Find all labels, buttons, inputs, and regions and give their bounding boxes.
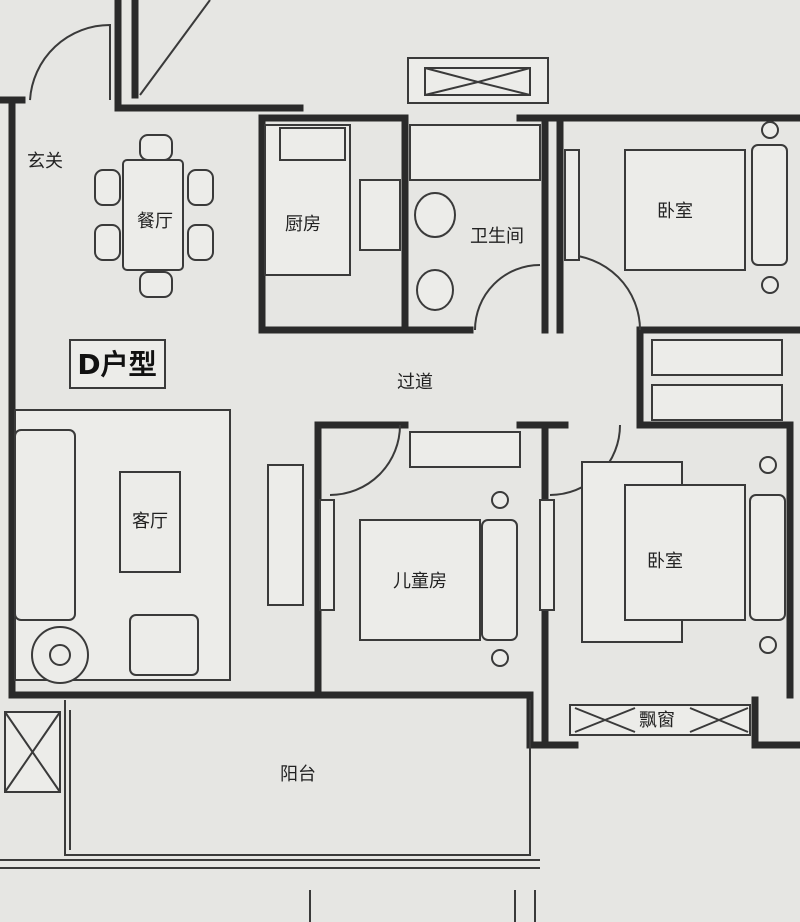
sofa [14,429,76,621]
room-label-bedroom-north: 卧室 [657,201,693,222]
room-label-children: 儿童房 [393,571,447,592]
room-label-corridor: 过道 [397,372,433,393]
bed-north [624,149,746,271]
furniture [14,121,788,684]
room-label-bathroom: 卫生间 [470,226,524,247]
room-label-living: 客厅 [132,511,168,532]
room-label-entry: 玄关 [27,151,63,172]
coffee-table [119,471,181,573]
windows [4,57,751,793]
bed-children [359,519,481,641]
room-label-bedroom-south: 卧室 [647,551,683,572]
unit-type-label: D户型 [77,348,156,381]
type-label-box [69,339,166,389]
room-label-dining: 餐厅 [137,211,173,232]
tv-cabinet [267,464,304,606]
room-label-kitchen: 厨房 [285,214,321,235]
bed-south [624,484,746,621]
room-label-bay-window: 飘窗 [639,710,675,731]
room-label-balcony: 阳台 [280,764,316,785]
